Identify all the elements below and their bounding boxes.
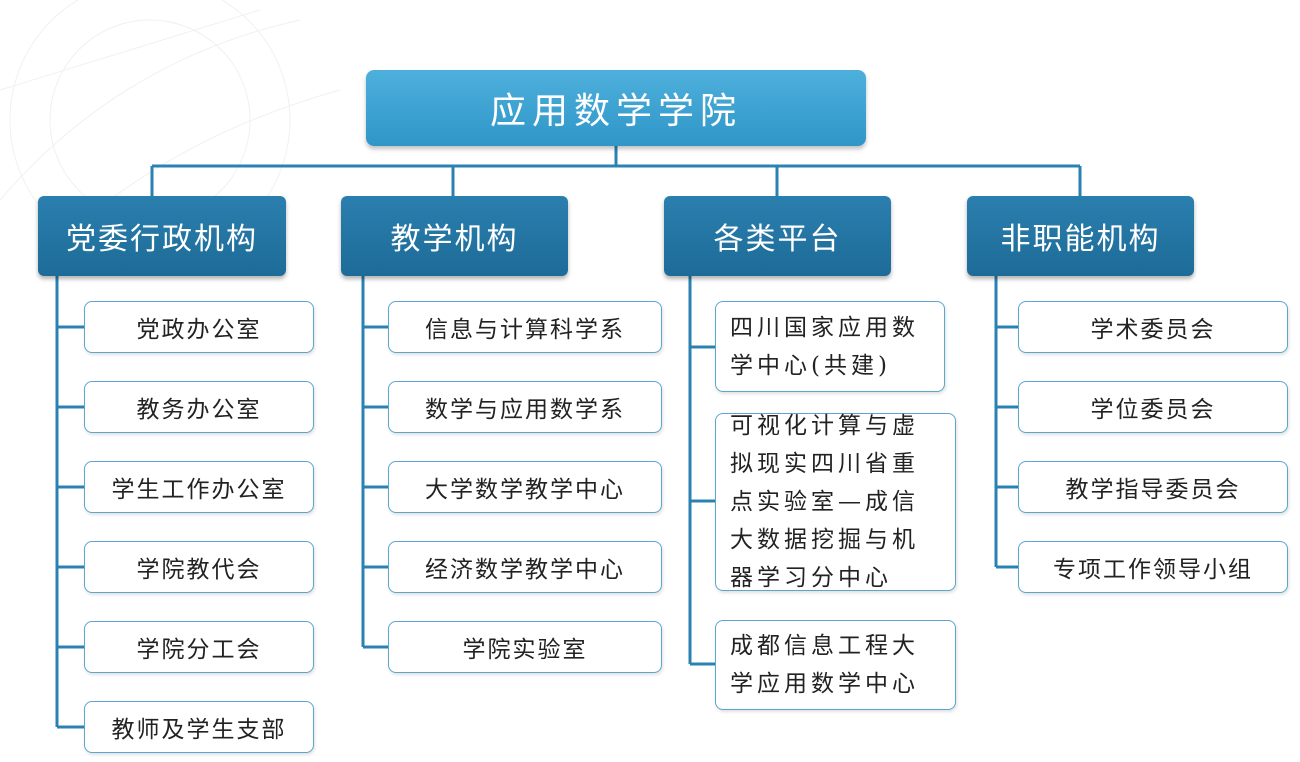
- root-node-college: 应用数学学院: [366, 70, 866, 146]
- node-dept-info-computing: 信息与计算科学系: [388, 301, 662, 353]
- node-party-branches: 教师及学生支部: [84, 701, 314, 753]
- category-non-functional: 非职能机构: [967, 196, 1194, 276]
- category-platforms: 各类平台: [664, 196, 891, 276]
- node-vr-key-lab: 可视化计算与虚拟现实四川省重点实验室—成信大数据挖掘与机器学习分中心: [715, 413, 956, 591]
- node-trade-union: 学院分工会: [84, 621, 314, 673]
- category-teaching: 教学机构: [341, 196, 568, 276]
- node-college-lab: 学院实验室: [388, 621, 662, 673]
- node-staff-congress: 学院教代会: [84, 541, 314, 593]
- category-party-admin: 党委行政机构: [38, 196, 286, 276]
- node-student-affairs-office: 学生工作办公室: [84, 461, 314, 513]
- node-academic-committee: 学术委员会: [1018, 301, 1288, 353]
- node-degree-committee: 学位委员会: [1018, 381, 1288, 433]
- node-sichuan-math-center: 四川国家应用数学中心(共建): [715, 301, 945, 392]
- node-dept-math-applied: 数学与应用数学系: [388, 381, 662, 433]
- node-academic-affairs-office: 教务办公室: [84, 381, 314, 433]
- node-teaching-committee: 教学指导委员会: [1018, 461, 1288, 513]
- node-party-office: 党政办公室: [84, 301, 314, 353]
- node-economic-math-center: 经济数学教学中心: [388, 541, 662, 593]
- node-college-math-center: 大学数学教学中心: [388, 461, 662, 513]
- node-cuit-math-center: 成都信息工程大学应用数学中心: [715, 620, 956, 710]
- node-special-task-group: 专项工作领导小组: [1018, 541, 1288, 593]
